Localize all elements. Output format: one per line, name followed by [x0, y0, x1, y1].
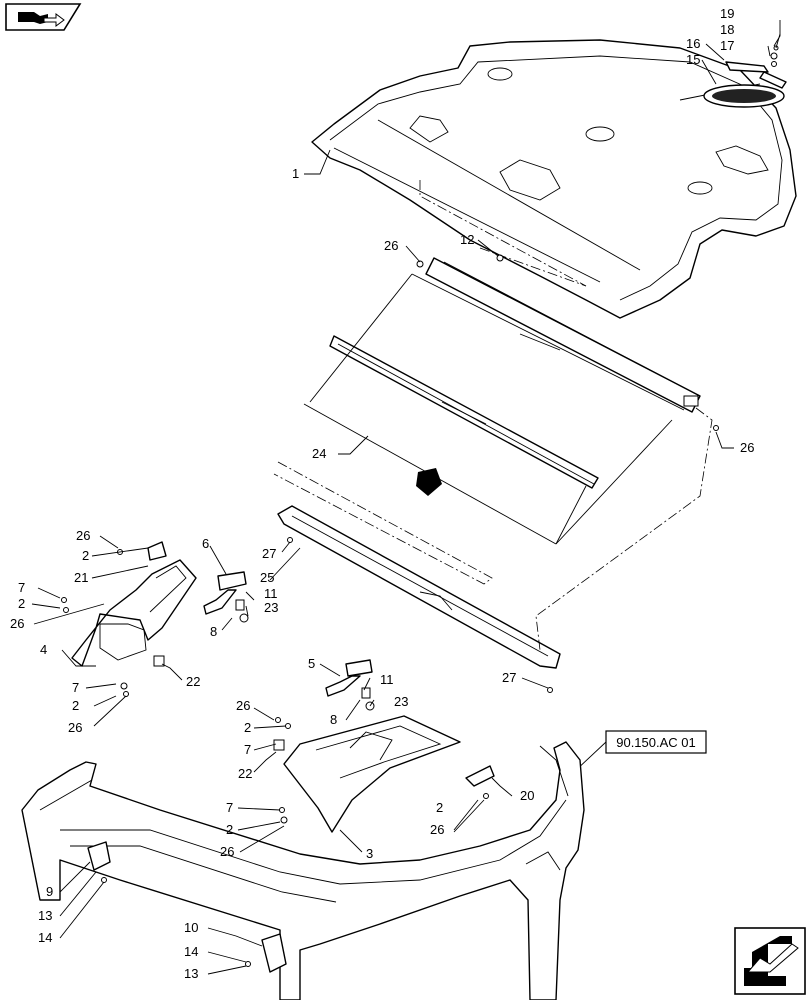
callout-13: 13 [38, 908, 52, 923]
fastener-26a [416, 260, 424, 268]
left-duct [71, 541, 197, 667]
callout-26: 26 [384, 238, 398, 253]
callout-2: 2 [244, 720, 251, 735]
callout-26: 26 [220, 844, 234, 859]
callout-2: 2 [226, 822, 233, 837]
roller-sunshade [303, 257, 701, 545]
callout-7: 7 [18, 580, 25, 595]
callout-22: 22 [186, 674, 200, 689]
callout-20: 20 [520, 788, 534, 803]
trim-rail [277, 505, 561, 669]
reference-box[interactable]: 90.150.AC 01 [573, 730, 707, 773]
callout-18: 18 [720, 22, 734, 37]
callout-14: 14 [38, 930, 52, 945]
callout-13: 13 [184, 966, 198, 981]
callout-26: 26 [236, 698, 250, 713]
book-with-arrow-icon[interactable] [5, 3, 82, 31]
callout-8: 8 [330, 712, 337, 727]
callout-26: 26 [10, 616, 24, 631]
callout-16: 16 [686, 36, 700, 51]
cab-frame [21, 741, 585, 1000]
callout-22: 22 [238, 766, 252, 781]
next-page-arrow-icon[interactable] [734, 927, 806, 995]
callout-12: 12 [460, 232, 474, 247]
handle-5 [325, 659, 373, 697]
callout-23: 23 [394, 694, 408, 709]
callout-2: 2 [436, 800, 443, 815]
callout-2: 2 [18, 596, 25, 611]
callout-2: 2 [72, 698, 79, 713]
callout-1: 1 [292, 166, 299, 181]
alignment-lines [273, 180, 713, 651]
callout-11: 11 [264, 586, 278, 601]
callout-26: 26 [740, 440, 754, 455]
callout-7: 7 [72, 680, 79, 695]
right-duct [283, 715, 461, 833]
clip-9 [87, 841, 111, 883]
callout-8: 8 [210, 624, 217, 639]
bracket-20 [465, 765, 495, 787]
callout-26: 26 [68, 720, 82, 735]
handle-6 [203, 571, 247, 615]
callout-4: 4 [40, 642, 47, 657]
callout-27: 27 [502, 670, 516, 685]
hardware-cluster-right [273, 425, 719, 824]
callout-23: 23 [264, 600, 278, 615]
callout-6: 6 [202, 536, 209, 551]
lamp-hardware [725, 45, 787, 89]
callout-labels: 19 18 17 16 15 1 26 12 26 24 26 2 21 7 2… [10, 6, 754, 981]
callout-27: 27 [262, 546, 276, 561]
hardware-cluster-left [61, 549, 249, 697]
callout-14: 14 [184, 944, 198, 959]
clip-10 [245, 933, 287, 973]
callout-2: 2 [82, 548, 89, 563]
callout-21: 21 [74, 570, 88, 585]
callout-9: 9 [46, 884, 53, 899]
callout-26: 26 [76, 528, 90, 543]
reference-label: 90.150.AC 01 [616, 735, 696, 750]
headliner-panel [311, 39, 797, 319]
callout-11: 11 [380, 672, 394, 687]
callout-15: 15 [686, 52, 700, 67]
callout-26: 26 [430, 822, 444, 837]
callout-25: 25 [260, 570, 274, 585]
callout-5: 5 [308, 656, 315, 671]
callout-10: 10 [184, 920, 198, 935]
callout-17: 17 [720, 38, 734, 53]
callout-7: 7 [226, 800, 233, 815]
callout-3: 3 [366, 846, 373, 861]
callout-7: 7 [244, 742, 251, 757]
dome-light [703, 84, 785, 108]
callout-19: 19 [720, 6, 734, 21]
callout-24: 24 [312, 446, 326, 461]
leader-lines [31, 20, 781, 975]
